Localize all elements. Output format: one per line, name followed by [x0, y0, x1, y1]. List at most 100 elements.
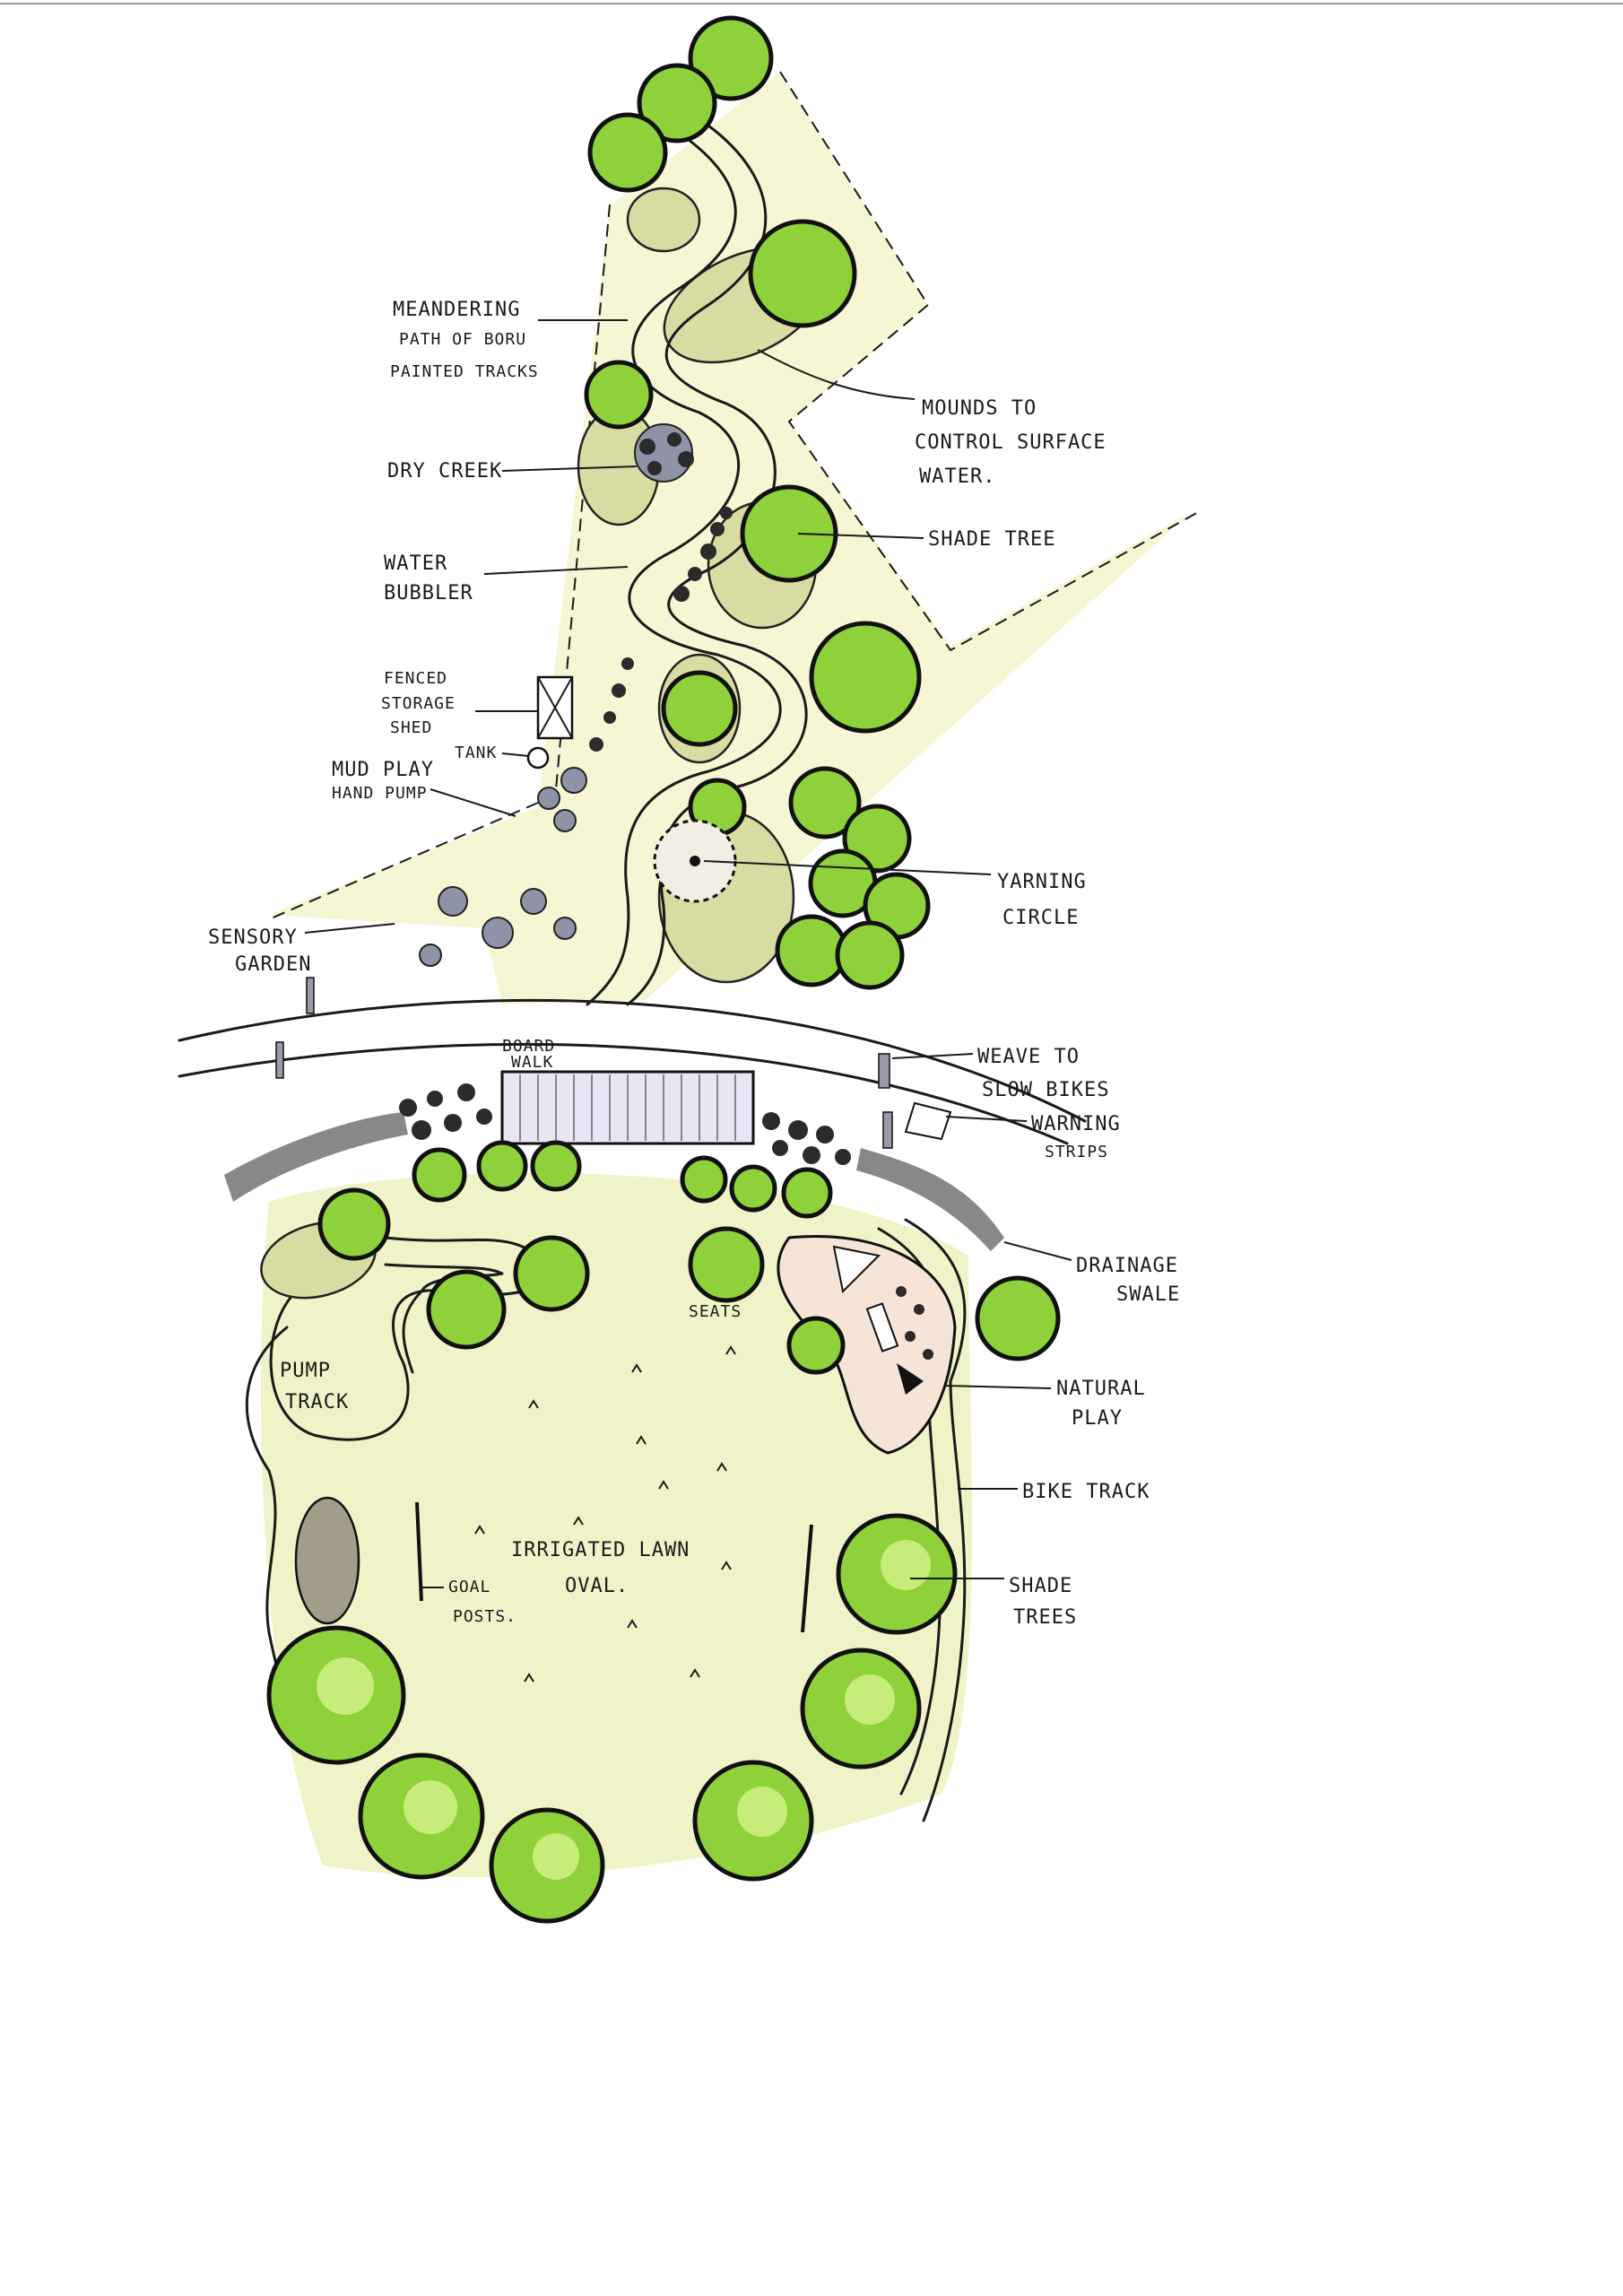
svg-text:HAND PUMP: HAND PUMP	[332, 784, 428, 803]
tree	[637, 63, 717, 144]
label-goal-posts-1: GOAL	[448, 1578, 490, 1596]
label-irrigated-lawn-2: OVAL.	[565, 1575, 629, 1597]
tree	[788, 766, 862, 839]
bollard	[275, 1041, 284, 1079]
svg-text:WEAVE TO: WEAVE TO	[977, 1046, 1080, 1068]
label-storage-shed-2: STORAGE	[381, 694, 456, 713]
svg-text:SENSORY: SENSORY	[208, 926, 298, 949]
label-goal-posts-2: POSTS.	[453, 1607, 516, 1626]
label-warning-strips-2: STRIPS	[1045, 1143, 1108, 1161]
svg-text:GARDEN: GARDEN	[235, 953, 311, 976]
annotations: MEANDERING PATH OF BORU PAINTED TRACKS M…	[208, 299, 1180, 1629]
svg-text:NATURAL: NATURAL	[1056, 1378, 1146, 1400]
label-natural-play-1: NATURAL	[1056, 1378, 1146, 1400]
lawn-grass-marks	[474, 1345, 736, 1683]
goal-posts	[415, 1501, 813, 1633]
svg-text:PUMP: PUMP	[280, 1360, 331, 1382]
dry-creek-rocks	[537, 423, 733, 832]
sensory-garden	[419, 886, 577, 967]
svg-text:STORAGE: STORAGE	[381, 694, 456, 713]
label-meandering-path-2: PATH OF BORU	[399, 330, 526, 349]
tree	[809, 621, 922, 734]
svg-text:PLAY: PLAY	[1072, 1407, 1123, 1430]
label-mud-play-1: MUD PLAY	[332, 759, 434, 781]
tree	[584, 360, 654, 430]
storage-mound	[294, 1496, 360, 1625]
label-meandering-path-3: PAINTED TRACKS	[390, 362, 539, 381]
label-water-bubbler-1: WATER	[384, 552, 447, 575]
label-shade-trees-1: SHADE	[1009, 1575, 1072, 1597]
tree	[748, 219, 857, 328]
label-drainage-swale-1: DRAINAGE	[1076, 1255, 1178, 1277]
svg-text:SEATS: SEATS	[689, 1302, 742, 1321]
svg-text:OVAL.: OVAL.	[565, 1575, 629, 1597]
tree	[835, 920, 905, 990]
label-seats: SEATS	[689, 1302, 742, 1321]
label-meandering-path-1: MEANDERING	[393, 299, 520, 321]
label-tank: TANK	[455, 744, 497, 762]
svg-text:STRIPS: STRIPS	[1045, 1143, 1108, 1161]
svg-text:IRRIGATED LAWN: IRRIGATED LAWN	[511, 1539, 690, 1561]
shrubs-oval-north	[317, 1140, 1061, 1375]
label-natural-play-2: PLAY	[1072, 1407, 1123, 1430]
label-irrigated-lawn-1: IRRIGATED LAWN	[511, 1539, 690, 1561]
svg-text:TREES: TREES	[1013, 1606, 1077, 1629]
label-dry-creek: DRY CREEK	[387, 460, 502, 483]
label-mud-play-2: HAND PUMP	[332, 784, 428, 803]
svg-text:MUD PLAY: MUD PLAY	[332, 759, 434, 781]
svg-text:DRAINAGE: DRAINAGE	[1076, 1255, 1178, 1277]
svg-text:PATH OF BORU: PATH OF BORU	[399, 330, 526, 349]
label-shade-trees-2: TREES	[1013, 1606, 1077, 1629]
svg-text:SHADE: SHADE	[1009, 1575, 1072, 1597]
label-weave-bikes-1: WEAVE TO	[977, 1046, 1080, 1068]
svg-text:MOUNDS TO: MOUNDS TO	[922, 397, 1037, 420]
label-water-bubbler-2: BUBBLER	[384, 582, 473, 604]
label-warning-strips-1: WARNING	[1031, 1113, 1121, 1135]
label-weave-bikes-2: SLOW BIKES	[982, 1079, 1109, 1101]
svg-text:BUBBLER: BUBBLER	[384, 582, 473, 604]
svg-text:SLOW BIKES: SLOW BIKES	[982, 1079, 1109, 1101]
svg-text:BIKE TRACK: BIKE TRACK	[1022, 1481, 1150, 1503]
svg-text:PAINTED TRACKS: PAINTED TRACKS	[390, 362, 539, 381]
label-board-walk-2: WALK	[511, 1053, 553, 1072]
label-pump-track-2: TRACK	[285, 1391, 349, 1413]
drainage-swale-east	[856, 1148, 1004, 1251]
road-band	[178, 977, 1087, 1251]
drainage-swale-west	[224, 1112, 408, 1202]
shade-tree	[740, 484, 838, 583]
svg-text:DRY CREEK: DRY CREEK	[387, 460, 502, 483]
svg-text:MEANDERING: MEANDERING	[393, 299, 520, 321]
bollard	[882, 1111, 893, 1149]
tank	[526, 746, 550, 770]
label-mounds-1: MOUNDS TO	[922, 397, 1037, 420]
label-board-walk-1: BOARD	[502, 1037, 555, 1056]
svg-text:CONTROL SURFACE: CONTROL SURFACE	[915, 431, 1107, 454]
label-storage-shed-3: SHED	[390, 718, 432, 737]
label-storage-shed-1: FENCED	[384, 669, 447, 688]
svg-text:WATER: WATER	[384, 552, 447, 575]
svg-text:SHADE TREE: SHADE TREE	[928, 528, 1055, 551]
label-mounds-2: CONTROL SURFACE	[915, 431, 1107, 454]
tree	[661, 670, 738, 747]
svg-text:SHED: SHED	[390, 718, 432, 737]
tree	[587, 112, 668, 193]
storage-shed	[536, 675, 574, 740]
label-yarning-circle-2: CIRCLE	[1002, 907, 1079, 929]
warning-strips	[904, 1101, 952, 1141]
svg-text:WARNING: WARNING	[1031, 1113, 1121, 1135]
svg-text:WALK: WALK	[511, 1053, 553, 1072]
label-yarning-circle-1: YARNING	[997, 871, 1087, 893]
svg-text:SWALE: SWALE	[1116, 1283, 1180, 1306]
bollard	[878, 1053, 890, 1089]
svg-text:BOARD: BOARD	[502, 1037, 555, 1056]
tree	[775, 914, 848, 987]
label-drainage-swale-2: SWALE	[1116, 1283, 1180, 1306]
bollard	[306, 977, 315, 1014]
svg-text:TANK: TANK	[455, 744, 497, 762]
oval-area	[245, 1140, 1061, 1924]
tree	[688, 15, 774, 101]
label-sensory-garden-1: SENSORY	[208, 926, 298, 949]
svg-text:WATER.: WATER.	[919, 465, 995, 488]
label-pump-track-1: PUMP	[280, 1360, 331, 1382]
